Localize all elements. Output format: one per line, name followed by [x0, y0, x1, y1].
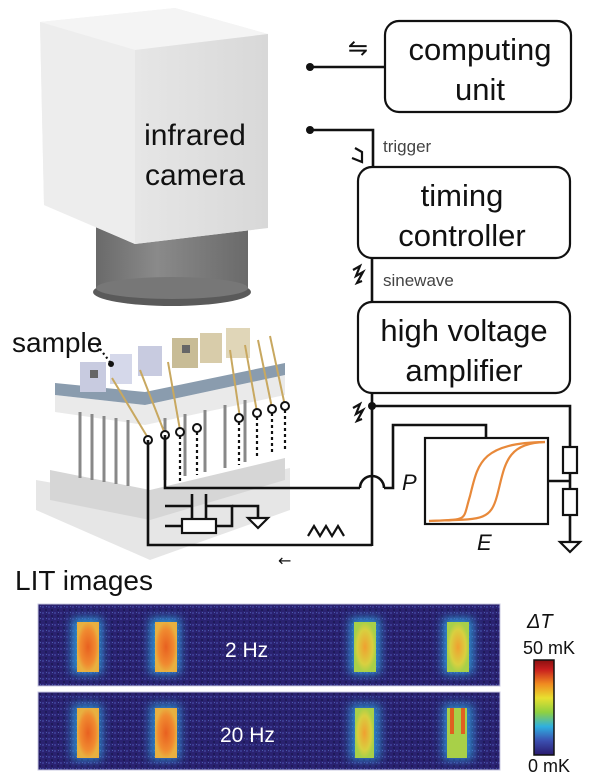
- sample-label: sample: [12, 327, 102, 358]
- polarization-wire: [384, 423, 488, 490]
- colorbar-min-label: 0 mK: [528, 756, 570, 774]
- divider-resistor-bottom: [561, 487, 579, 517]
- hysteresis-branch-down: [428, 440, 546, 523]
- bidirectional-data-icon: ⇋: [348, 34, 368, 62]
- amplifier-box: high voltage amplifier: [356, 300, 572, 395]
- lit-spot: [155, 622, 177, 672]
- amplifier-line1: high voltage: [380, 313, 547, 348]
- lit-spot: [355, 708, 374, 758]
- colorbar: ΔT 50 mK 0 mK: [523, 611, 575, 774]
- lit-spot: [77, 708, 99, 758]
- amplifier-line2: amplifier: [405, 353, 522, 388]
- measurement-wire: [163, 435, 360, 490]
- hv-return-wire: [146, 440, 372, 547]
- computing-unit-box: computing unit: [383, 19, 573, 114]
- ground-icon-left: [245, 516, 271, 530]
- lit-panel-label: 20 Hz: [220, 724, 275, 747]
- wire-crossover: [358, 474, 386, 489]
- lit-spot: [155, 708, 177, 758]
- divider-top-wire: [372, 404, 572, 446]
- trigger-label: trigger: [383, 137, 432, 156]
- ground-icon-right: [557, 540, 583, 554]
- shunt-resistor: [180, 517, 218, 535]
- timing-controller-line1: timing: [421, 178, 504, 213]
- sample-elements: [80, 328, 250, 392]
- ac-source-icon: [307, 523, 345, 539]
- timing-controller-line2: controller: [398, 218, 526, 253]
- return-arrow: ←: [278, 551, 291, 570]
- lit-panel-label: 2 Hz: [225, 639, 268, 662]
- lit-panel-20hz: 20 Hz: [37, 691, 501, 771]
- lit-spot: [354, 622, 376, 672]
- camera-label-line2: camera: [145, 159, 245, 192]
- lit-spot: [447, 622, 469, 672]
- lit-panel-2hz: 2 Hz: [37, 603, 501, 687]
- colorbar-title: ΔT: [526, 611, 554, 633]
- infrared-camera: infrared camera: [40, 8, 268, 306]
- polarization-label: P: [402, 470, 417, 495]
- sample-substrate: [55, 363, 285, 405]
- lit-spot: [77, 622, 99, 672]
- camera-label-line1: infrared: [144, 119, 246, 152]
- colorbar-gradient: [533, 659, 555, 756]
- timing-controller-box: timing controller: [356, 165, 572, 260]
- field-label: E: [477, 530, 492, 555]
- computing-unit-line1: computing: [408, 32, 551, 67]
- computing-unit-line2: unit: [455, 72, 505, 107]
- sinewave-label: sinewave: [383, 271, 454, 290]
- lit-title: LIT images: [15, 565, 153, 596]
- sinewave-icon: [352, 263, 366, 286]
- sample-stage: [36, 328, 290, 560]
- trigger-pulse-icon: [351, 147, 364, 164]
- trigger-wire: [310, 128, 375, 167]
- colorbar-max-label: 50 mK: [523, 638, 575, 658]
- hysteresis-plot: P E: [402, 436, 550, 555]
- hv-sinewave-icon: [352, 401, 366, 424]
- divider-resistor-top: [561, 445, 579, 475]
